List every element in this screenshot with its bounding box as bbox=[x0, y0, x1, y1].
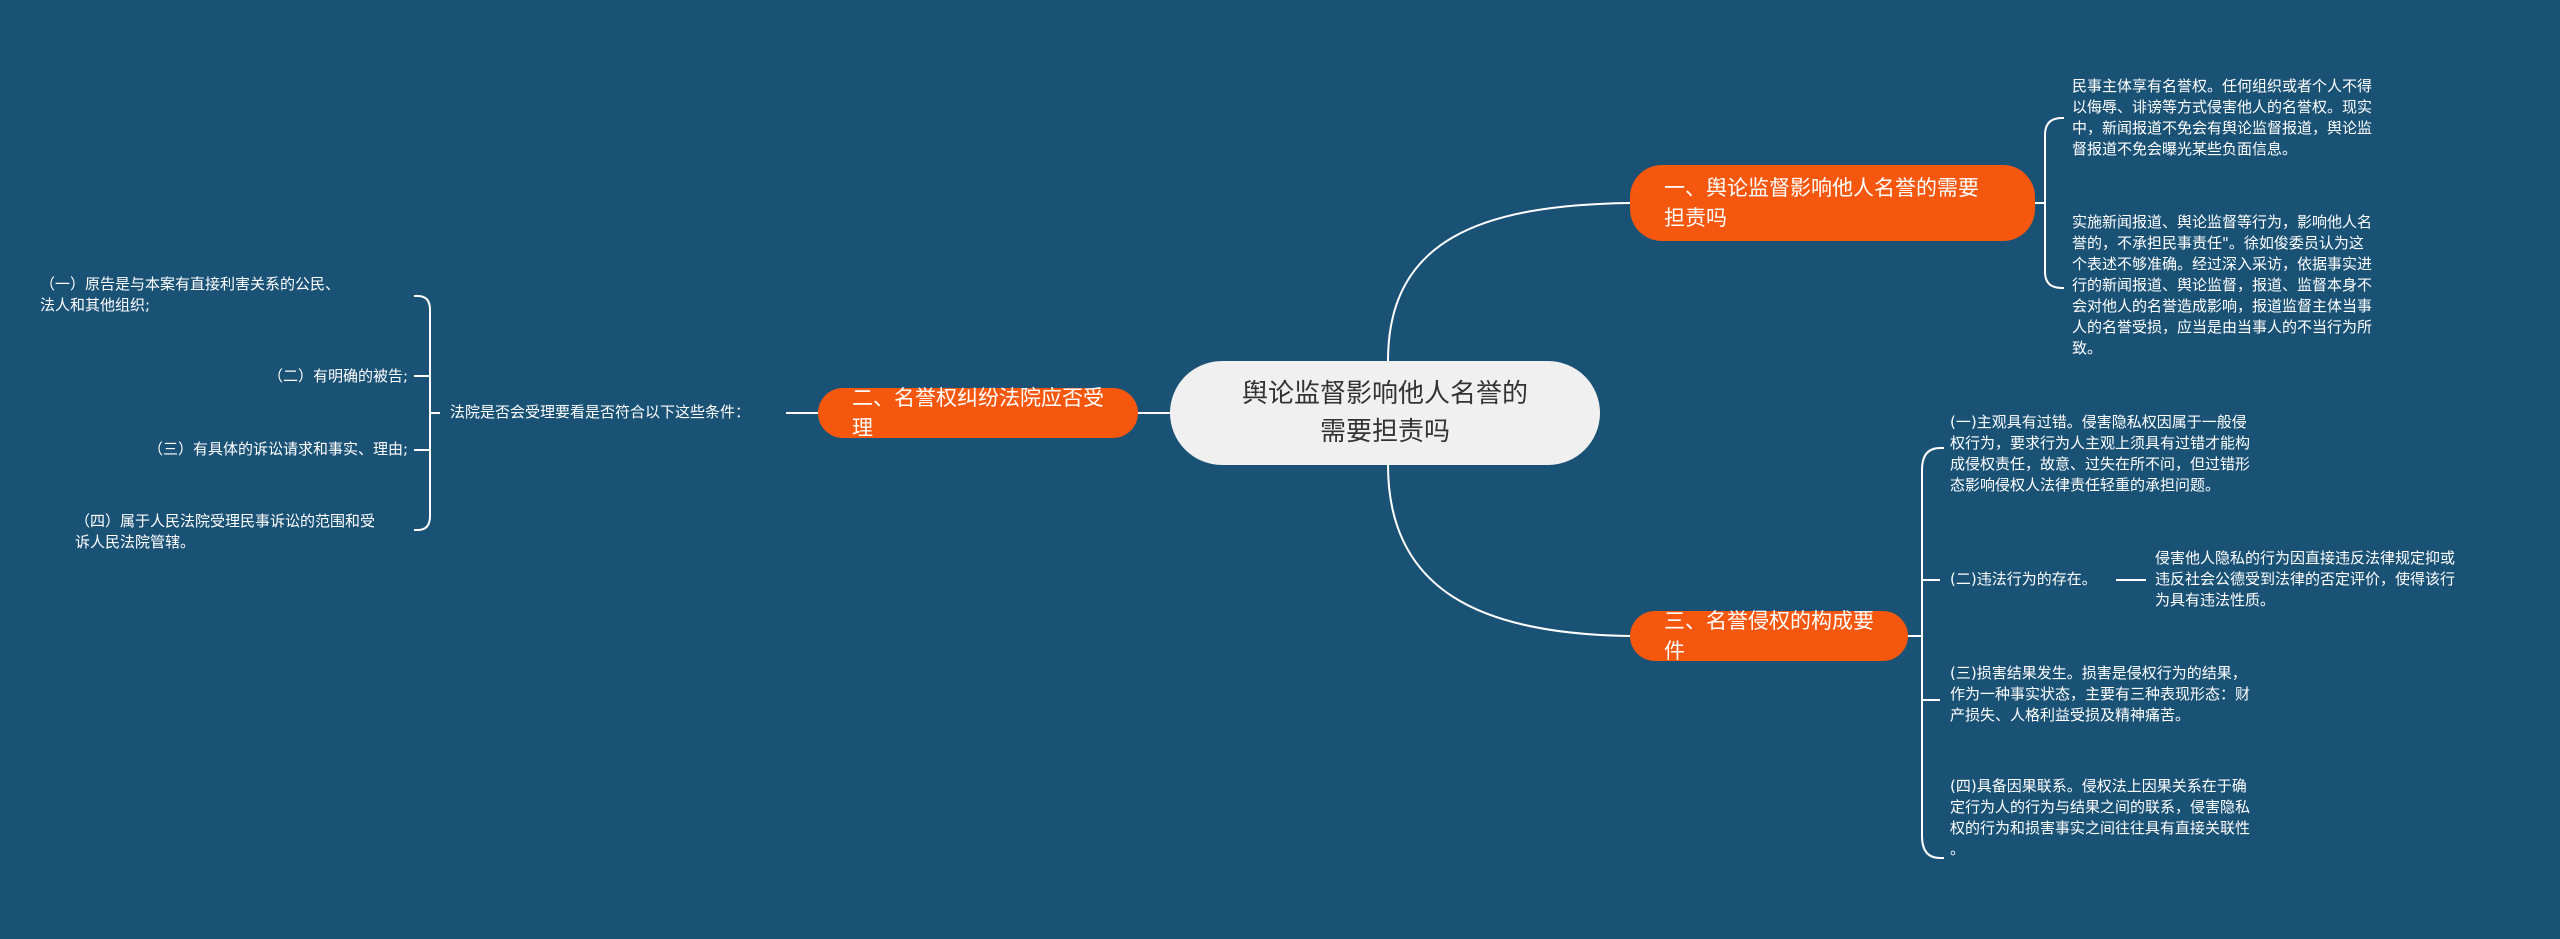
connector-central-b1 bbox=[1387, 202, 1631, 362]
brace-b1-bottom bbox=[2044, 203, 2064, 289]
brace-b1-top bbox=[2044, 117, 2064, 203]
branch-1-topic[interactable]: 一、舆论监督影响他人名誉的需要 担责吗 bbox=[1630, 165, 2035, 241]
b2-child-4[interactable]: （四）属于人民法院受理民事诉讼的范围和受 诉人民法院管辖。 bbox=[75, 512, 376, 551]
b1-child-2[interactable]: 实施新闻报道、舆论监督等行为，影响他人名 誉的，不承担民事责任"。徐如俊委员认为… bbox=[2072, 213, 2373, 357]
b3-child-2[interactable]: (二)违法行为的存在。 bbox=[1950, 570, 2097, 588]
b3-child-3[interactable]: (三)损害结果发生。损害是侵权行为的结果， 作为一种事实状态，主要有三种表现形态… bbox=[1950, 664, 2251, 724]
connector-central-b3 bbox=[1387, 464, 1631, 637]
brace-b3-top bbox=[1921, 447, 1944, 636]
brace-left-bottom bbox=[414, 413, 431, 531]
b2-child-3[interactable]: （三）有具体的诉讼请求和事实、理由; bbox=[147, 440, 408, 458]
b3-child-1[interactable]: (一)主观具有过错。侵害隐私权因属于一般侵 权行为，要求行为人主观上须具有过错才… bbox=[1950, 413, 2251, 494]
brace-b3-bottom bbox=[1921, 636, 1944, 859]
branch-2-topic[interactable]: 二、名誉权纠纷法院应否受理 bbox=[818, 386, 1138, 440]
brace-left-top bbox=[414, 295, 431, 413]
b1-child-1[interactable]: 民事主体享有名誉权。任何组织或者个人不得 以侮辱、诽谤等方式侵害他人的名誉权。现… bbox=[2072, 77, 2373, 158]
b2-mid-text[interactable]: 法院是否会受理要看是否符合以下这些条件： bbox=[450, 403, 751, 421]
b3-child-2-sub[interactable]: 侵害他人隐私的行为因直接违反法律规定抑或 违反社会公德受到法律的否定评价，使得该… bbox=[2155, 549, 2456, 609]
central-topic[interactable]: 舆论监督影响他人名誉的 需要担责吗 bbox=[1170, 361, 1600, 465]
b2-child-2[interactable]: （二）有明确的被告; bbox=[267, 367, 408, 385]
b3-child-4[interactable]: (四)具备因果联系。侵权法上因果关系在于确 定行为人的行为与结果之间的联系，侵害… bbox=[1950, 777, 2251, 858]
branch-3-topic[interactable]: 三、名誉侵权的构成要件 bbox=[1630, 609, 1908, 663]
b2-child-1[interactable]: （一）原告是与本案有直接利害关系的公民、 法人和其他组织; bbox=[40, 275, 341, 314]
